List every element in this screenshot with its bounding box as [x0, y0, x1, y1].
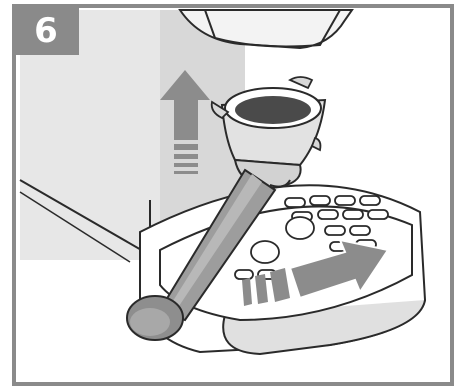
step-number-badge: 6 [13, 6, 79, 55]
